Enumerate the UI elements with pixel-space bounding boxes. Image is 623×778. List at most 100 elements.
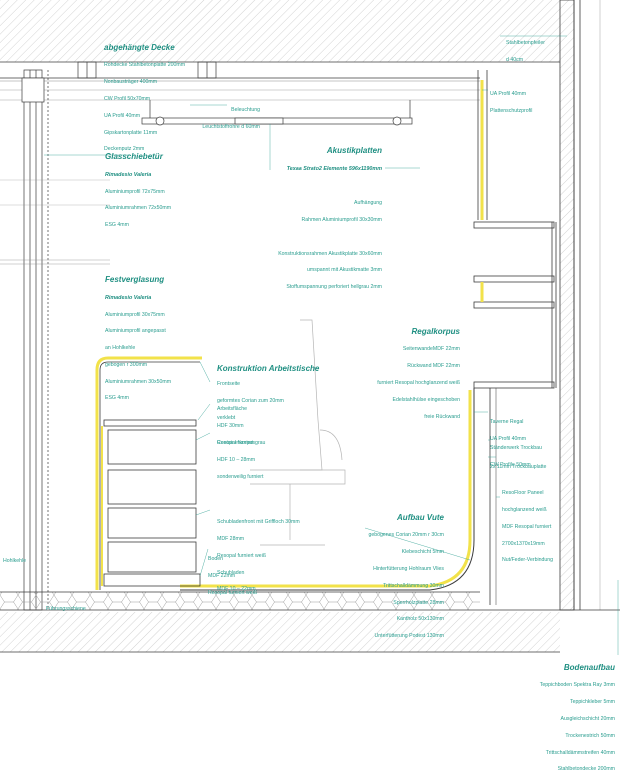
label-vute: Aufbau Vute gebogenes Corian 20mm r 30cm… bbox=[354, 502, 444, 645]
label-line: Stahlbetondecke 200mm bbox=[557, 766, 615, 773]
label-line: Hinterfütterung Hohlraum Vlies bbox=[373, 565, 444, 572]
label-line: ResoFloor Paneel bbox=[502, 490, 544, 497]
label-line: Teppichkleber 5mm bbox=[570, 699, 615, 706]
label-line: Aufhängung bbox=[354, 199, 382, 206]
label-line: Aluminiumrahmen 72x50mm bbox=[105, 205, 172, 212]
label-akustik: Akustikplatten Texaa Strato2 Elemente 59… bbox=[264, 135, 382, 296]
label-glasschiebe: Glasschiebetür Rimadesio Valeria Alumini… bbox=[105, 141, 171, 234]
label-line: Stoffumspannung perforiert hellgrau 2mm bbox=[286, 284, 382, 291]
label-line: Unterfütterung Podest 130mm bbox=[374, 633, 445, 640]
label-line: Containerkorpus bbox=[217, 440, 256, 447]
label-line: SeitenwandeMDF 22mm bbox=[402, 346, 460, 353]
label-line: MDF 28mm bbox=[217, 535, 245, 542]
label-line: Trockenestrich 50mm bbox=[565, 732, 615, 739]
label-decke: abgehängte Decke Rohdecke Stahlbetonplat… bbox=[104, 32, 185, 158]
label-line: ESG 4mm bbox=[105, 395, 129, 402]
right-wall bbox=[477, 0, 601, 611]
label-line: geformtes Corian zum 20mm bbox=[217, 397, 284, 404]
label-line: Aluminiumprofil 72x75mm bbox=[105, 188, 165, 195]
label-line: MDF 22mm bbox=[208, 572, 236, 579]
label-hohlkehle: Hohlkehle bbox=[3, 548, 26, 570]
label-line: Schubladen bbox=[217, 569, 245, 576]
label-line: UA Profil 40mm bbox=[490, 435, 527, 442]
label-line: Teppichboden Spektra Ray 3mm bbox=[539, 682, 615, 689]
vute-yellow bbox=[180, 390, 472, 588]
ceiling-slab bbox=[0, 0, 560, 62]
label-decke-line: UA Profil 40mm bbox=[104, 112, 141, 119]
label-line: Sperrholzplatte 28mm bbox=[393, 599, 444, 606]
label-bodenaufbau: Bodenaufbau Teppichboden Spektra Ray 3mm… bbox=[520, 652, 615, 778]
label-regalkorpus-title: Regalkorpus bbox=[411, 327, 460, 337]
label-line: UA Profil 40mm bbox=[490, 91, 527, 98]
desk-yellow bbox=[95, 356, 202, 590]
label-line: Arbeitsfläche bbox=[217, 406, 247, 413]
label-container: Containerkorpus HDF 10 – 28mm sonderweil… bbox=[217, 430, 263, 486]
label-line: Ständerwerk Trockbau bbox=[490, 445, 542, 452]
label-line: ESG 4mm bbox=[105, 222, 129, 229]
label-decke-line: Rohdecke Stahlbetonplatte 200mm bbox=[104, 62, 186, 69]
label-festverglasung-title: Festverglasung bbox=[105, 275, 165, 285]
label-line: sonderweilig furniert bbox=[217, 473, 264, 480]
floor-hex bbox=[0, 592, 480, 610]
glass-frames bbox=[0, 69, 110, 611]
label-line: Hohlkehle bbox=[3, 558, 27, 565]
ceiling-hangers bbox=[77, 61, 217, 79]
label-line: Edelstahlhülse eingeschoben bbox=[392, 396, 461, 403]
label-line: an Hohlkehle bbox=[105, 345, 136, 352]
label-line: umspannt mit Akustikmatte 3mm bbox=[307, 267, 382, 274]
label-line: Resopal furniert weiß bbox=[217, 552, 267, 559]
section-drawing bbox=[0, 0, 620, 655]
shelf-body bbox=[473, 221, 557, 389]
label-line: Frontseite bbox=[217, 381, 241, 388]
label-line: CW Profile 50mm bbox=[490, 461, 531, 468]
label-line: Trittschalldämmstreifen 40mm bbox=[545, 749, 615, 756]
label-frontseite: Frontseite geformtes Corian zum 20mm ver… bbox=[217, 371, 284, 427]
label-decke-line: Deckenputz 2mm bbox=[104, 146, 145, 153]
label-line: MDF 10 – 22mm bbox=[217, 586, 256, 593]
label-line: gebogenes Corian 20mm r 30cm bbox=[368, 532, 444, 539]
label-line: Trittschalldämmung 30mm bbox=[383, 582, 444, 589]
label-uaprofil: UA Profil 40mm Plattenschutzprofil bbox=[490, 81, 532, 120]
label-line: Rahmen Aluminiumprofil 30x30mm bbox=[301, 216, 382, 223]
label-line: Aluminiumprofil 30x75mm bbox=[105, 311, 165, 318]
label-line: Leuchtstoffröhre d 60mm bbox=[202, 123, 260, 130]
label-decke-line: Nonbausträger 400mm bbox=[104, 79, 158, 86]
label-akustik-subtitle: Texaa Strato2 Elemente 596x1190mm bbox=[286, 166, 382, 173]
label-line: freie Rückwand bbox=[424, 413, 460, 420]
label-fuehrung: Führungsschiene bbox=[46, 596, 86, 618]
label-beleuchtung: Beleuchtung Leuchtstoffröhre d 60mm bbox=[196, 97, 260, 136]
label-line: Plattenschutzprofil bbox=[490, 107, 533, 114]
label-resofloor: ResoFloor Paneel hochglanzend weiß MDF R… bbox=[502, 480, 553, 570]
label-taverne: Taverne Regal UA Profil 40mm bbox=[490, 409, 526, 448]
leader-lines bbox=[44, 35, 619, 655]
label-arbeitstisch-title: Konstruktion Arbeitstische bbox=[217, 364, 320, 374]
label-line: Schubladenfront mit Griffloch 30mm bbox=[217, 519, 300, 526]
label-trockbau: 2x 11mm Trockbauplatte bbox=[490, 454, 546, 476]
label-festverglasung-subtitle: Rimadesio Valeria bbox=[105, 295, 152, 302]
label-line: Aluminiumrahmen 30x50mm bbox=[105, 378, 172, 385]
desk bbox=[99, 361, 201, 590]
label-line: Rückwand MDF 22mm bbox=[407, 363, 460, 370]
label-glasschiebe-subtitle: Rimadesio Valeria bbox=[105, 172, 152, 179]
label-line: furniert Resopal hochglanzend weiß bbox=[377, 379, 460, 386]
label-akustik-title: Akustikplatten bbox=[326, 146, 382, 156]
label-decke-line: CW Profil 50x70mm bbox=[104, 95, 151, 102]
label-line: HDF 30mm bbox=[217, 422, 244, 429]
label-schublade: Schubladenfront mit Griffloch 30mm MDF 2… bbox=[217, 509, 300, 599]
label-line: hochglanzend weiß bbox=[502, 506, 547, 513]
label-line: Kantholz 50x130mm bbox=[396, 616, 444, 623]
label-line: Resopal furniert grau bbox=[217, 439, 266, 446]
label-bodenaufbau-title: Bodenaufbau bbox=[563, 663, 615, 673]
label-line: Aluminiumprofil angepasst bbox=[105, 328, 166, 335]
chair bbox=[250, 319, 346, 546]
light-fixtures bbox=[141, 100, 413, 126]
label-line: Beleuchtung bbox=[231, 107, 260, 114]
label-line: Boden bbox=[208, 556, 224, 563]
label-line: Nut/Feder-Verbindung bbox=[502, 557, 554, 564]
label-staenderwerk: Ständerwerk Trockbau CW Profile 50mm bbox=[490, 435, 542, 474]
label-line: 2700x1370x19mm bbox=[502, 540, 545, 547]
label-line: Taverne Regal bbox=[490, 419, 524, 426]
label-line: gebogen r 300mm bbox=[105, 361, 148, 368]
label-vute-title: Aufbau Vute bbox=[397, 513, 444, 523]
label-festverglasung: Festverglasung Rimadesio Valeria Alumini… bbox=[105, 264, 171, 408]
